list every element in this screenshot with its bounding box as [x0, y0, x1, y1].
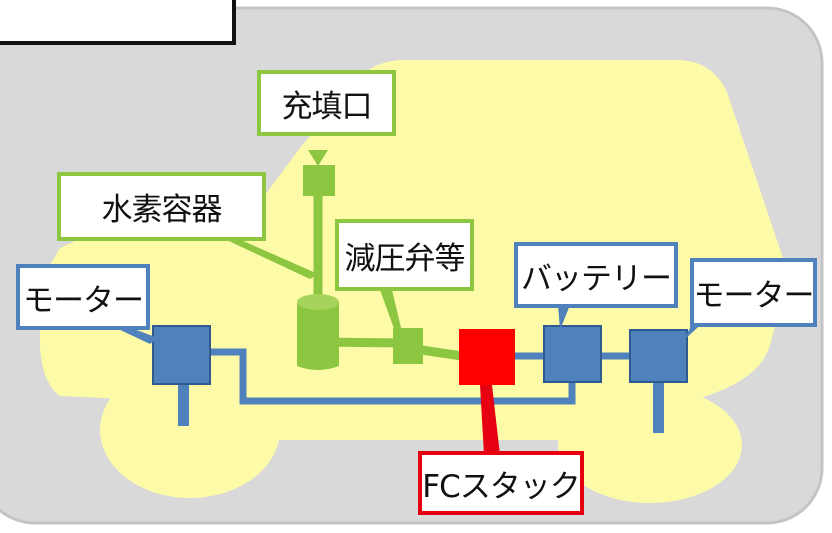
- callout-pointer-fill-port: [308, 150, 328, 166]
- motor-right-shaft: [653, 378, 664, 433]
- callout-pointer-pressure-valve: [380, 290, 402, 334]
- label-hydrogen-tank: 水素容器: [57, 172, 266, 241]
- motor-right-label: モーター: [693, 278, 815, 314]
- fill-port-symbol: [303, 165, 335, 196]
- label-motor-right: モーター: [690, 258, 817, 327]
- label-motor-left: モーター: [16, 264, 150, 330]
- motor-left-symbol: [152, 325, 211, 385]
- hydrogen-tank-symbol: [297, 296, 339, 370]
- fc-stack-label: FCスタック: [422, 468, 580, 505]
- wire-loop: [210, 348, 576, 405]
- label-fill-port: 充填口: [257, 70, 396, 136]
- motor-left-shaft: [178, 378, 189, 426]
- battery-label: バッテリー: [521, 260, 672, 297]
- pressure-valve-symbol: [393, 328, 423, 364]
- hydrogen-system: [218, 150, 463, 370]
- label-pressure-valve: 減圧弁等: [335, 219, 474, 291]
- label-battery: バッテリー: [514, 242, 678, 308]
- electric-wiring: [210, 348, 630, 405]
- title-box: [0, 0, 236, 45]
- motor-left-label: モーター: [23, 282, 144, 319]
- fill-port-label: 充填口: [281, 88, 373, 125]
- battery-symbol: [543, 325, 602, 383]
- callout-pointer-fc-stack: [480, 385, 500, 455]
- pressure-valve-label: 減圧弁等: [344, 240, 466, 277]
- electric-components: [152, 325, 688, 433]
- hydrogen-tank-label: 水素容器: [101, 192, 223, 228]
- callout-pointer-hydrogen-tank: [218, 236, 318, 279]
- motor-right-symbol: [629, 329, 688, 383]
- label-fc-stack: FCスタック: [418, 451, 584, 515]
- fc-stack-symbol: [459, 329, 515, 385]
